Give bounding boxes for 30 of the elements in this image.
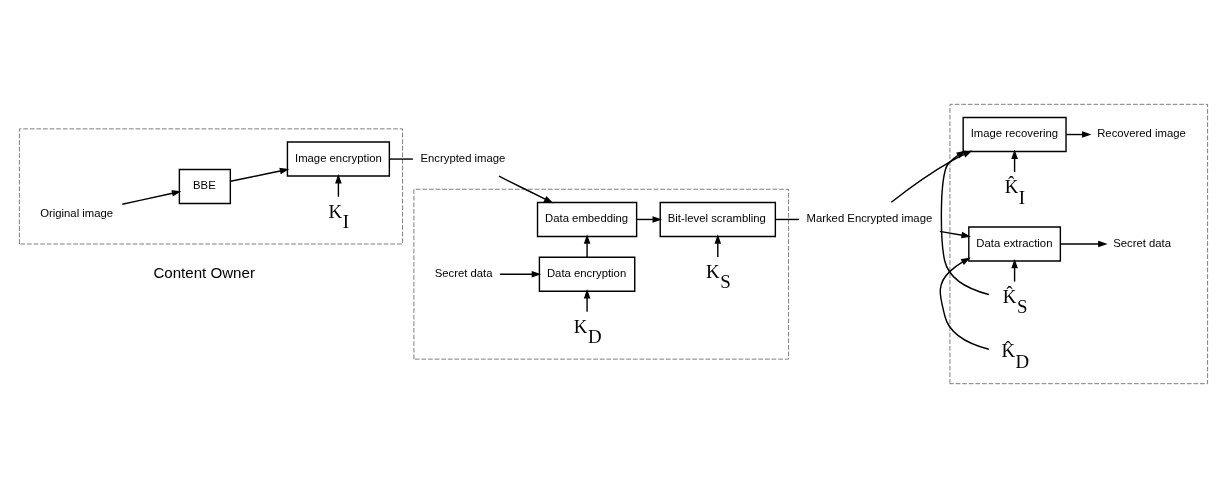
arrow bbox=[583, 234, 591, 258]
arrow bbox=[229, 167, 290, 182]
connector bbox=[388, 158, 414, 160]
arrow bbox=[498, 175, 554, 204]
arrow bbox=[940, 150, 990, 296]
node-box: Bit-level scrambling bbox=[659, 201, 777, 238]
node-text: Marked Encrypted image bbox=[806, 212, 933, 225]
arrow bbox=[583, 289, 591, 313]
arrow bbox=[939, 230, 971, 239]
node-box: Data embedding bbox=[536, 201, 638, 238]
node-box: Image encryption bbox=[286, 141, 391, 177]
node-text: Original image bbox=[40, 206, 114, 219]
node-box: Data extraction bbox=[968, 226, 1062, 262]
arrow bbox=[939, 257, 990, 350]
node-text: Recovered image bbox=[1097, 127, 1186, 140]
arrow bbox=[121, 190, 182, 205]
node-box: BBE bbox=[178, 168, 232, 205]
arrow bbox=[1059, 240, 1108, 248]
node-box: Image recovering bbox=[962, 116, 1067, 153]
node-text: Encrypted image bbox=[420, 151, 506, 164]
arrow bbox=[890, 150, 973, 203]
connector bbox=[775, 218, 800, 221]
label: Content Owner bbox=[153, 263, 255, 281]
node-box: Data encryption bbox=[538, 256, 636, 292]
node-text: Secret data bbox=[1113, 236, 1172, 249]
cluster bbox=[413, 188, 790, 360]
node-text: Secret data bbox=[434, 267, 493, 280]
arrow bbox=[499, 270, 542, 278]
cluster bbox=[949, 103, 1209, 385]
cluster bbox=[18, 128, 404, 245]
